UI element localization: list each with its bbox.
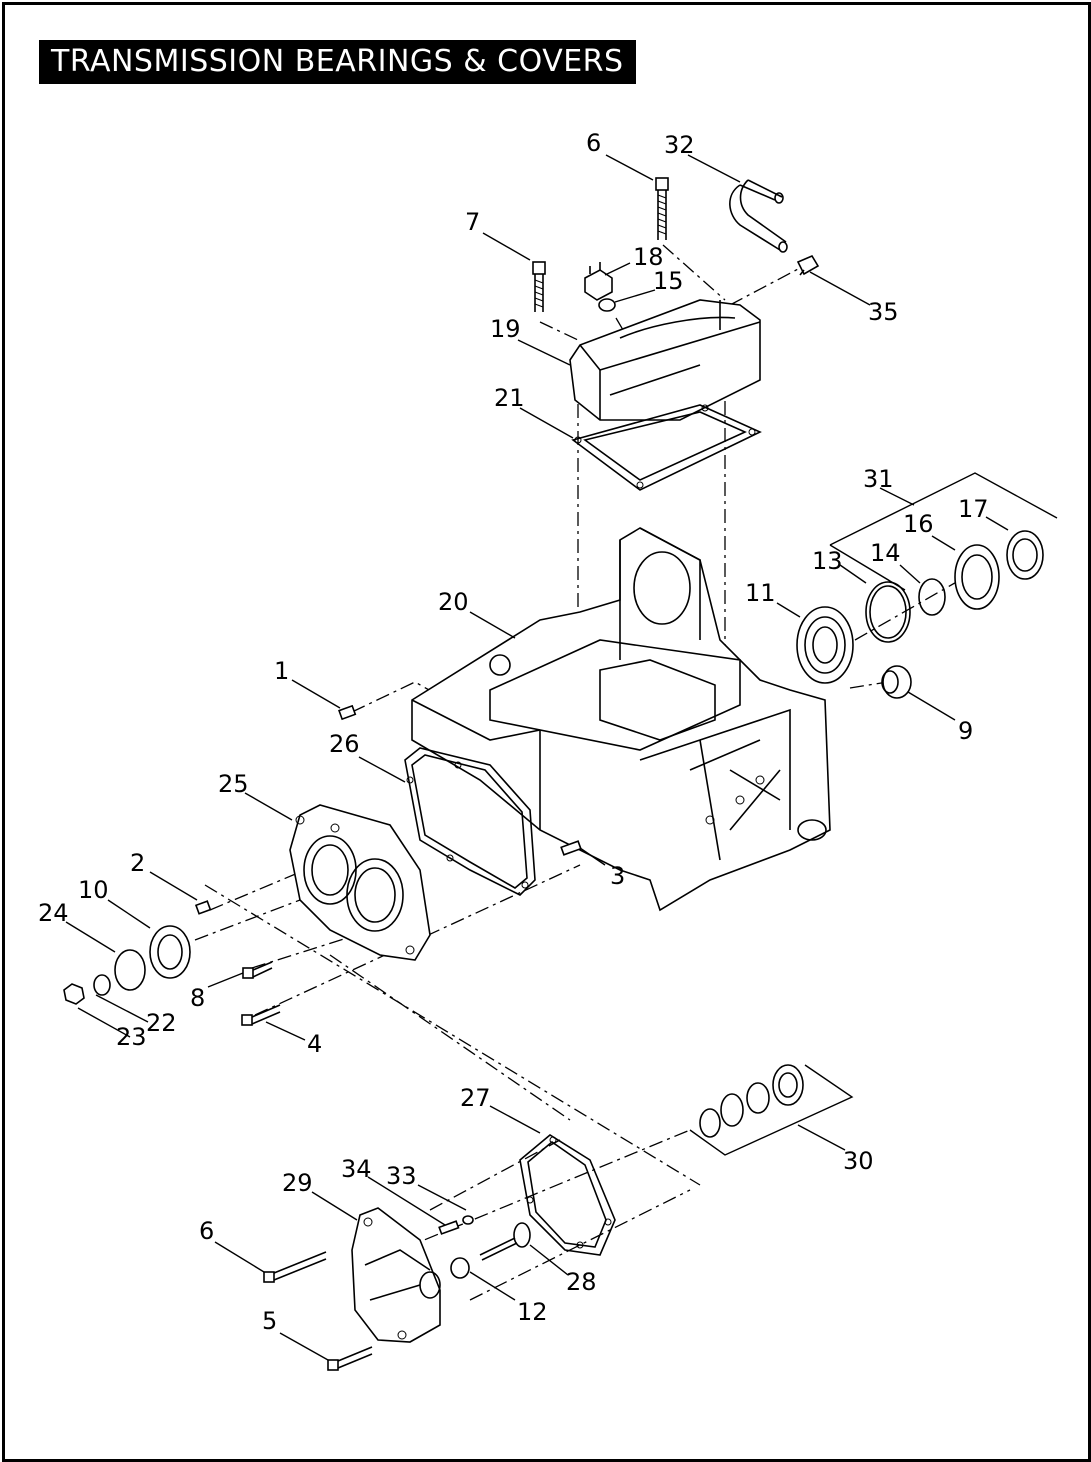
- callout-30: 30: [843, 1147, 874, 1175]
- callout-19: 19: [490, 315, 521, 343]
- bolt-part-6-bottom: [263, 1251, 327, 1283]
- callout-31: 31: [863, 465, 894, 493]
- callout-28: 28: [566, 1268, 597, 1296]
- callout-18: 18: [633, 243, 664, 271]
- bolt-part-7: [532, 261, 546, 312]
- screw-part-8: [242, 961, 273, 979]
- gasket-part-21: [571, 404, 762, 491]
- shifter-assembly-part-30: [699, 1064, 804, 1138]
- bolt-part-5: [327, 1346, 373, 1371]
- callout-2: 2: [130, 849, 145, 877]
- transmission-case-part-20: [411, 527, 831, 912]
- callout-27: 27: [460, 1084, 491, 1112]
- callout-29: 29: [282, 1169, 313, 1197]
- dowel-part-3: [560, 840, 582, 856]
- callout-10: 10: [78, 876, 109, 904]
- shaft-part-28: [479, 1222, 531, 1261]
- seal-part-16: [954, 544, 1000, 610]
- callout-17: 17: [958, 495, 989, 523]
- side-cover-part-29: [351, 1207, 441, 1343]
- plug-part-33: [462, 1215, 474, 1225]
- alignment-lines: [194, 244, 961, 1301]
- callout-25: 25: [218, 770, 249, 798]
- nut-part-23: [63, 983, 85, 1005]
- bracket-31: [829, 472, 1058, 591]
- callout-22: 22: [146, 1009, 177, 1037]
- callout-26: 26: [329, 730, 360, 758]
- screw-part-4: [241, 1004, 281, 1026]
- callout-15: 15: [653, 267, 684, 295]
- bearing-part-11: [796, 606, 854, 684]
- callout-34: 34: [341, 1155, 372, 1183]
- callout-8: 8: [190, 984, 205, 1012]
- callout-24: 24: [38, 899, 69, 927]
- bearing-housing-part-25: [289, 804, 431, 961]
- callout-33: 33: [386, 1162, 417, 1190]
- callout-labels: 1 2 3 4 5 6 6 7 8 9 10 11 12 13 14 15 16…: [38, 129, 989, 1335]
- pin-part-34: [438, 1220, 460, 1235]
- bearing-part-10: [149, 925, 191, 979]
- bracket-30: [689, 1064, 854, 1156]
- page-title: TRANSMISSION BEARINGS & COVERS: [39, 40, 636, 84]
- gasket-part-26: [404, 747, 536, 896]
- callout-14: 14: [870, 539, 901, 567]
- dowel-part-2: [194, 900, 212, 915]
- bolt-part-6-top: [655, 177, 669, 240]
- gasket-part-27: [519, 1134, 616, 1256]
- ring-part-14: [918, 578, 946, 616]
- o-ring-part-12: [450, 1257, 470, 1279]
- callout-11: 11: [745, 579, 776, 607]
- callout-16: 16: [903, 510, 934, 538]
- callout-20: 20: [438, 588, 469, 616]
- fitting-part-35: [796, 254, 820, 276]
- washer-part-22: [93, 974, 111, 996]
- spacer-part-17: [1006, 530, 1044, 580]
- callout-6-top: 6: [586, 129, 601, 157]
- callout-13: 13: [812, 547, 843, 575]
- callout-3: 3: [610, 862, 625, 890]
- bearing-part-9: [881, 665, 912, 699]
- switch-part-18: [584, 262, 613, 301]
- o-ring-part-15: [598, 298, 616, 312]
- top-cover-part-19: [569, 299, 761, 421]
- callout-5: 5: [262, 1307, 277, 1335]
- callout-32: 32: [664, 131, 695, 159]
- retaining-ring-part-13: [865, 581, 911, 643]
- callout-23: 23: [116, 1023, 147, 1051]
- retaining-ring-part-24: [114, 949, 146, 991]
- callout-6-bottom: 6: [199, 1217, 214, 1245]
- callout-21: 21: [494, 384, 525, 412]
- hose-part-32: [729, 179, 788, 253]
- callout-9: 9: [958, 717, 973, 745]
- callout-7: 7: [465, 208, 480, 236]
- callout-35: 35: [868, 298, 899, 326]
- callout-4: 4: [307, 1030, 322, 1058]
- leader-lines: [65, 154, 1009, 1361]
- callout-12: 12: [517, 1298, 548, 1326]
- dowel-part-1: [338, 704, 357, 721]
- callout-1: 1: [274, 657, 289, 685]
